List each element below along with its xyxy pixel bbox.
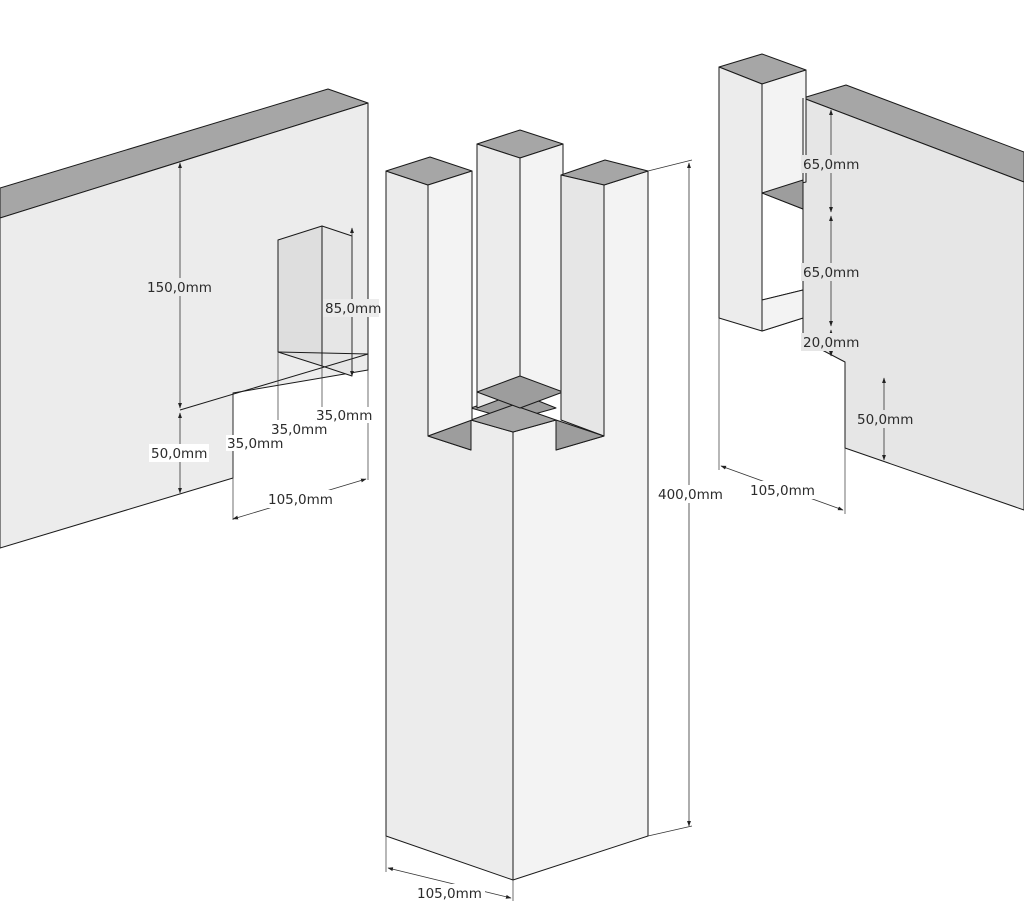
dim-post-height: 400,0mm [658,487,723,503]
dim-label-bg [415,884,485,901]
post-center-prong-left [476,143,521,409]
right-dimensions: 65,0mm 65,0mm 20,0mm 50,0mm 105,0mm [718,109,913,514]
dim-label-bg [855,410,913,428]
right-beam [718,53,1024,511]
left-beam-shoulder-edge [179,353,369,411]
dim-label-bg [748,481,818,499]
dim-left-lower-height: 50,0mm [151,446,207,462]
post-slot-floor-right [555,419,605,451]
dim-left-width: 105,0mm [268,492,333,508]
dim-right-width: 105,0mm [750,483,815,499]
dim-right-middle-gap: 65,0mm [803,265,859,281]
dim-label-bg [323,299,379,317]
left-beam [0,88,369,549]
left-beam-mortise [277,225,323,367]
dim-label-bg [226,435,282,451]
dim-post-width: 105,0mm [417,886,482,901]
dim-left-offset-right: 35,0mm [316,408,372,424]
central-post [385,129,649,881]
dim-label-bg [801,333,859,351]
dim-label-bg [316,407,372,423]
dim-ext-line [647,825,693,837]
dim-label-bg [149,444,209,462]
post-right-prong-side [560,174,605,437]
dim-label-bg [801,263,859,281]
dim-left-offset-middle: 35,0mm [271,422,327,438]
dim-left-mortise-height: 85,0mm [325,301,381,317]
dim-ext-line [647,159,693,172]
post-left-prong-side [427,170,473,437]
post-center-prong-right [519,143,564,393]
dim-left-offset-left: 35,0mm [227,436,283,452]
dim-left-beam-height: 150,0mm [147,280,212,296]
right-tenon-upper-side [761,69,807,194]
dim-label-bg [145,278,215,296]
dim-label-bg [265,490,335,508]
dim-label-bg [656,485,724,503]
dim-label-bg [271,421,327,437]
dim-post-width-line [387,867,512,899]
post-dimensions: 400,0mm 105,0mm [385,159,724,901]
right-tenon-lower-side [761,289,804,332]
left-dimensions: 150,0mm 85,0mm 50,0mm 105,0mm 35,0mm 35,… [145,162,381,520]
dim-right-lower-step: 20,0mm [803,335,859,351]
dim-right-upper-tenon: 65,0mm [803,157,859,173]
dim-label-bg [801,155,859,173]
dim-right-bottom-height: 50,0mm [857,412,913,428]
post-center-top-step [470,404,557,433]
right-tenon-left-face [718,66,763,332]
